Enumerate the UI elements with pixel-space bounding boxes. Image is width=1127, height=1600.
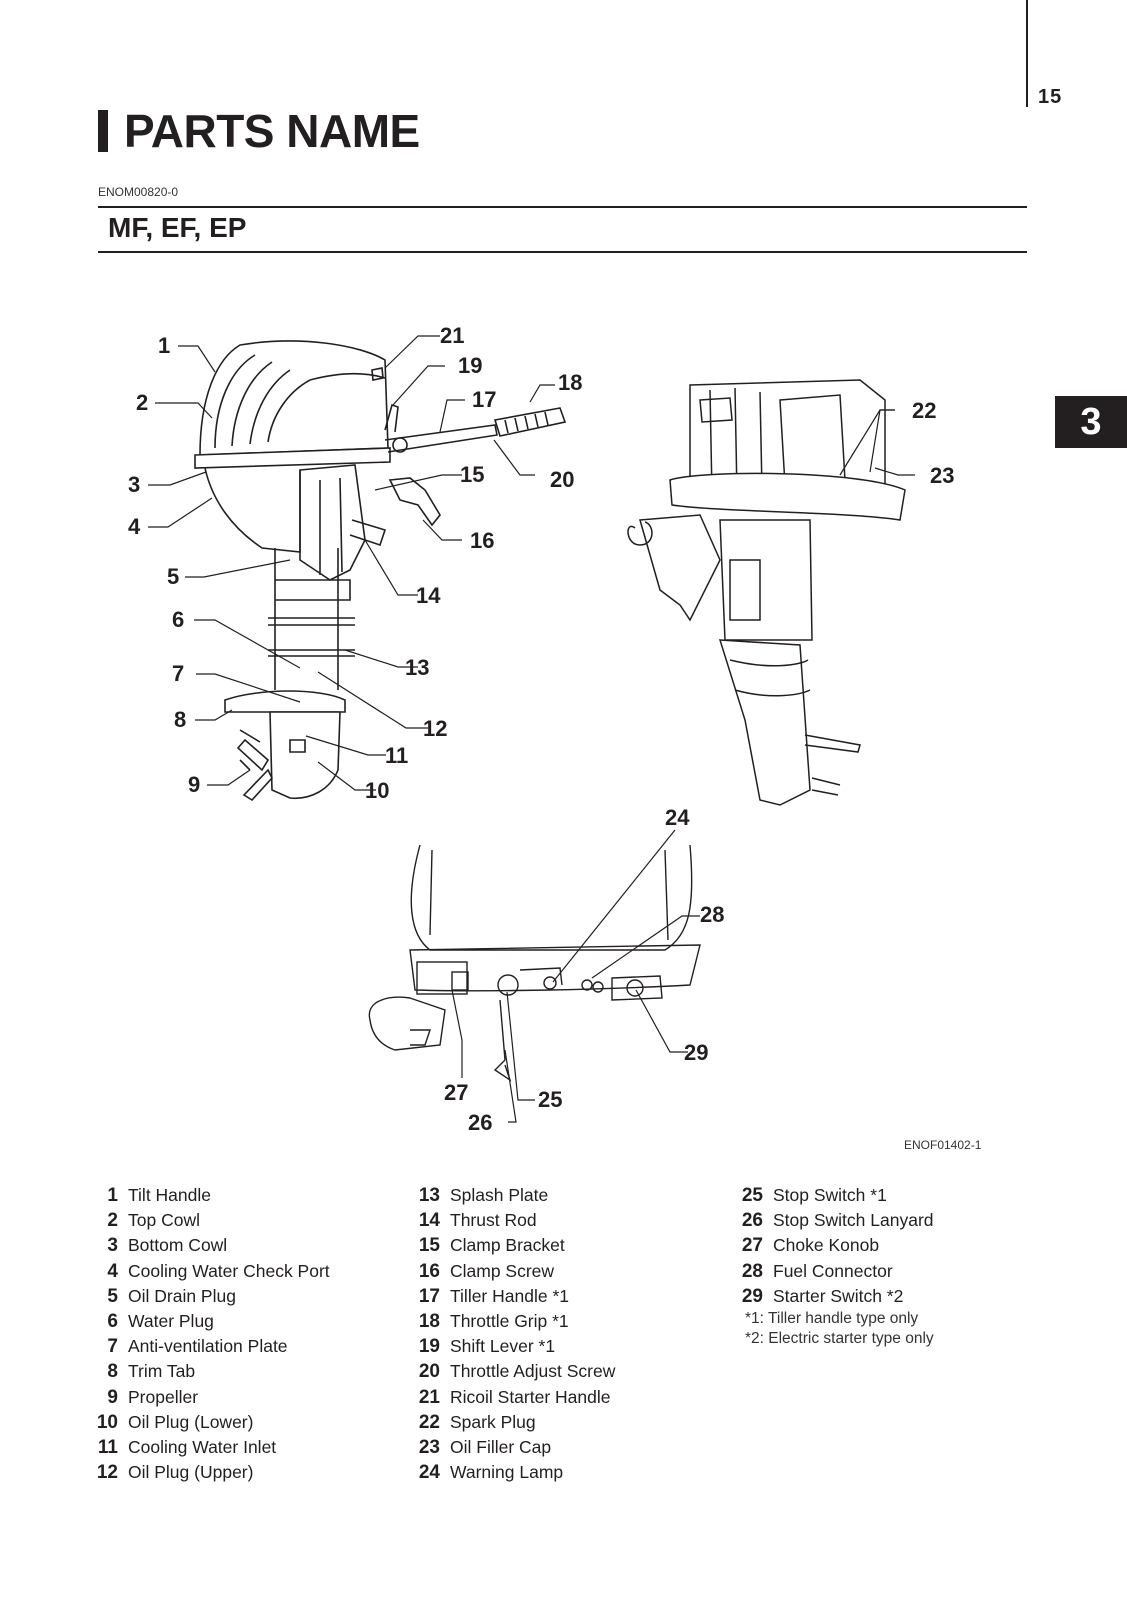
callout-21: 21 xyxy=(440,323,464,348)
callout-1: 1 xyxy=(158,333,170,358)
callout-8: 8 xyxy=(174,707,186,732)
engine-left-view xyxy=(194,340,567,802)
page-number-rule xyxy=(1026,0,1028,107)
callout-labels: 1 2 3 4 5 6 7 8 9 10 11 12 13 14 15 16 1… xyxy=(128,323,954,1135)
callout-3: 3 xyxy=(128,472,140,497)
callout-23: 23 xyxy=(930,463,954,488)
section-heading: PARTS NAME xyxy=(98,104,420,158)
callout-16: 16 xyxy=(470,528,494,553)
callout-14: 14 xyxy=(416,583,441,608)
section-subtitle: MF, EF, EP xyxy=(108,212,247,243)
callout-19: 19 xyxy=(458,353,482,378)
callout-9: 9 xyxy=(188,772,200,797)
callout-12: 12 xyxy=(423,716,447,741)
subtitle-top-rule xyxy=(98,206,1027,208)
callout-26: 26 xyxy=(468,1110,492,1135)
callout-27: 27 xyxy=(444,1080,468,1105)
control-panel-view xyxy=(368,844,701,1082)
callout-22: 22 xyxy=(912,398,936,423)
footnote-1: *1: Tiller handle type only xyxy=(745,1310,919,1328)
callout-13: 13 xyxy=(405,655,429,680)
callout-10: 10 xyxy=(365,778,389,803)
callout-4: 4 xyxy=(128,514,141,539)
chapter-tab: 3 xyxy=(1055,396,1127,448)
callout-11: 11 xyxy=(385,743,408,768)
subtitle-bottom-rule xyxy=(98,251,1027,253)
page-title: PARTS NAME xyxy=(124,105,420,157)
callout-5: 5 xyxy=(167,564,179,589)
title-marker xyxy=(98,110,108,152)
callout-28: 28 xyxy=(700,902,724,927)
callout-18: 18 xyxy=(558,370,582,395)
leader-lines xyxy=(148,335,915,1123)
callout-2: 2 xyxy=(136,390,148,415)
outboard-motor-illustration: 1 2 3 4 5 6 7 8 9 10 11 12 13 14 15 16 1… xyxy=(128,323,954,1135)
doc-code: ENOM00820-0 xyxy=(98,185,179,199)
callout-25: 25 xyxy=(538,1087,562,1112)
callout-6: 6 xyxy=(172,607,184,632)
page-number: 15 xyxy=(1038,86,1063,108)
figure-code: ENOF01402-1 xyxy=(904,1138,982,1152)
callout-24: 24 xyxy=(665,805,690,830)
footnote-2: *2: Electric starter type only xyxy=(745,1330,934,1348)
callout-29: 29 xyxy=(684,1040,708,1065)
callout-17: 17 xyxy=(472,387,496,412)
callout-7: 7 xyxy=(172,661,184,686)
engine-right-view xyxy=(627,379,906,806)
callout-20: 20 xyxy=(550,467,574,492)
callout-15: 15 xyxy=(460,462,484,487)
